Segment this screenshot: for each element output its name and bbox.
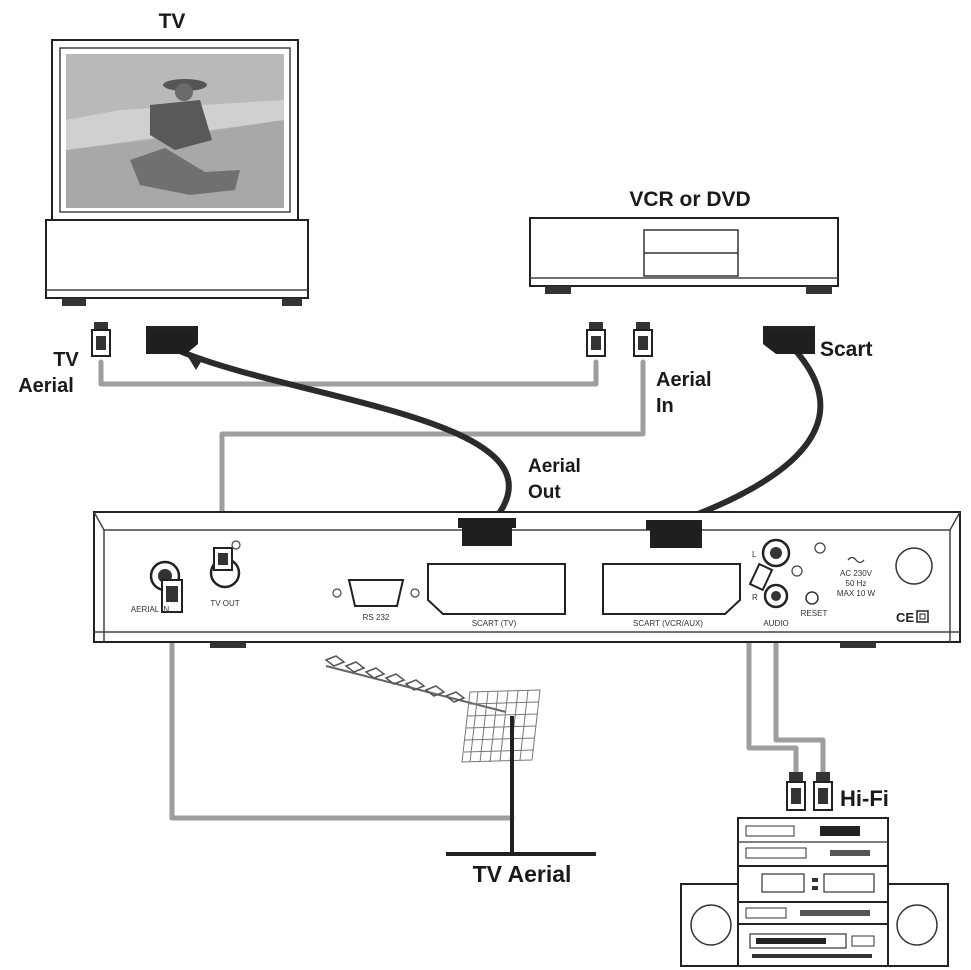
aerial-in-label-line1: Aerial [656,369,712,391]
tv-label: TV [159,10,186,33]
vcr-label: VCR or DVD [629,188,750,211]
top-labels: TV Aerial Aerial In Scart Aerial Out [18,338,872,503]
scart-tv-port-label: SCART (TV) [472,619,517,628]
vcr-scart-plug [763,326,815,354]
audio-sockets: L R AUDIO [748,538,803,628]
power-line1: AC 230V [840,569,873,578]
scart-arrow-tv [185,352,204,370]
aerial-in-label-line2: In [656,395,674,417]
reset-label: RESET [801,609,828,618]
tv-scart-plug [146,326,198,354]
power-info: AC 230V 50 Hz MAX 10 W [837,556,876,598]
audio-port-label: AUDIO [763,619,788,628]
tv-aerial-label-line1: TV [53,349,79,371]
plugs-top [91,322,815,357]
rs232-port: RS 232 [332,579,420,622]
fan-vent [895,547,933,585]
hifi-plug-right [813,772,833,811]
audio-l-label: L [752,550,757,559]
aerial-out-label-line1: Aerial [528,456,581,477]
scart-vcr-socket: SCART (VCR/AUX) [602,520,741,628]
reset-button: RESET [801,542,828,618]
power-line3: MAX 10 W [837,589,876,598]
cable-aerial-to-receiver [169,607,515,821]
receiver-rear-panel: AERIAL IN TV OUT RS 232 SCART (TV) [93,511,961,648]
tv-aerial-bottom-label: TV Aerial [473,861,572,887]
rs232-port-label: RS 232 [363,613,390,622]
vcr-dvd-player: VCR or DVD [529,188,839,294]
hifi-speaker-left [680,883,742,967]
scart-vcr-port-label: SCART (VCR/AUX) [633,619,703,628]
hifi-label: Hi-Fi [840,786,889,811]
hifi-system: Hi-Fi [680,772,949,967]
scart-cable-tv [179,349,512,515]
scart-cable-vcr [657,347,824,531]
tv-out-port-label: TV OUT [210,599,239,608]
cable-audio-right [773,609,826,775]
aerial-in-port-label: AERIAL IN [131,605,170,614]
tv-aerial-label-line2: Aerial [18,375,74,397]
scart-label: Scart [820,338,873,361]
scart-cables [179,347,824,531]
hifi-speaker-right [885,883,949,967]
tv-out-socket: TV OUT [209,540,241,608]
hifi-plug-left [786,772,806,811]
power-line2: 50 Hz [846,579,867,588]
ce-mark-icon: CE [896,610,929,625]
audio-r-label: R [752,593,758,602]
cable-receiver-to-vcr [219,359,646,551]
hifi-stack [737,817,889,967]
aerial-in-socket: AERIAL IN [131,560,183,614]
tv-aerial-plug [91,322,111,357]
scart-tv-socket: SCART (TV) [427,518,566,628]
svg-text:CE: CE [896,610,914,625]
ac-wave-icon [847,556,865,564]
vcr-aerial-in-plug [633,322,653,357]
roof-aerial: TV Aerial [324,655,596,887]
cable-tv-to-vcr [98,359,599,387]
tv-set: TV [45,10,309,306]
aerial-out-label-line2: Out [528,482,561,503]
vcr-aerial-out-plug [586,322,606,357]
